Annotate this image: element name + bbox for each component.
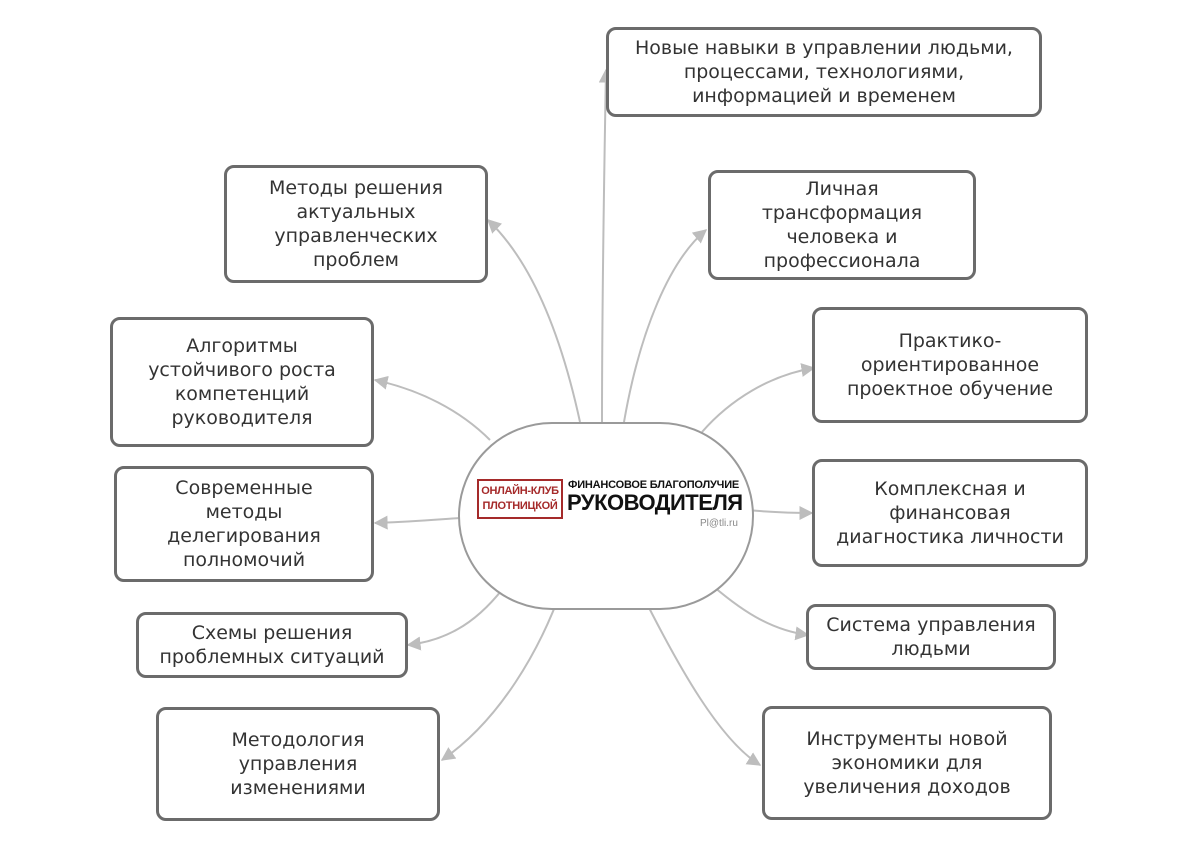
node-project-learning: Практико- ориентированное проектное обуч… [812, 307, 1088, 423]
logo-subtitle: ФИНАНСОВОЕ БЛАГОПОЛУЧИЕ [568, 479, 740, 491]
node-people-management: Система управления людьми [806, 604, 1056, 670]
connector-problem-schemes [406, 581, 509, 651]
node-change-management: Методология управления изменениями [156, 707, 440, 821]
logo-title: РУКОВОДИТЕЛЯ [567, 490, 743, 515]
central-logo-hub: ОНЛАЙН-КЛУБ ПЛОТНИЦКОЙ ФИНАНСОВОЕ БЛАГОП… [458, 422, 754, 610]
node-new-skills: Новые навыки в управлении людьми, процес… [606, 27, 1042, 117]
connector-change-management [440, 587, 563, 761]
node-financial-diagnostics: Комплексная и финансовая диагностика лич… [812, 459, 1088, 567]
connector-project-learning [701, 363, 816, 433]
connector-problem-solving [486, 219, 581, 423]
logo-url: Pl@tli.ru [700, 518, 738, 529]
connector-people-management [705, 579, 810, 641]
connector-financial-diagnostics [745, 505, 814, 520]
node-problem-schemes: Схемы решения проблемных ситуаций [136, 612, 408, 678]
connector-new-economy-tools [639, 589, 762, 766]
node-problem-solving-methods: Методы решения актуальных управленческих… [224, 165, 488, 283]
connector-personal-transformation [623, 229, 708, 423]
club-logo-badge: ОНЛАЙН-КЛУБ ПЛОТНИЦКОЙ [477, 479, 563, 519]
node-personal-transformation: Личная трансформация человека и професси… [708, 170, 976, 280]
node-competence-algorithms: Алгоритмы устойчивого роста компетенций … [110, 317, 374, 447]
connector-new-skills [598, 68, 613, 423]
connector-delegation [373, 515, 461, 530]
club-logo-line2: ПЛОТНИЦКОЙ [482, 500, 558, 512]
node-new-economy-tools: Инструменты новой экономики для увеличен… [762, 706, 1052, 820]
connector-competence-algorithms [373, 375, 491, 441]
club-logo-line1: ОНЛАЙН-КЛУБ [481, 485, 559, 497]
node-delegation-methods: Современные методы делегирования полномо… [114, 466, 374, 582]
